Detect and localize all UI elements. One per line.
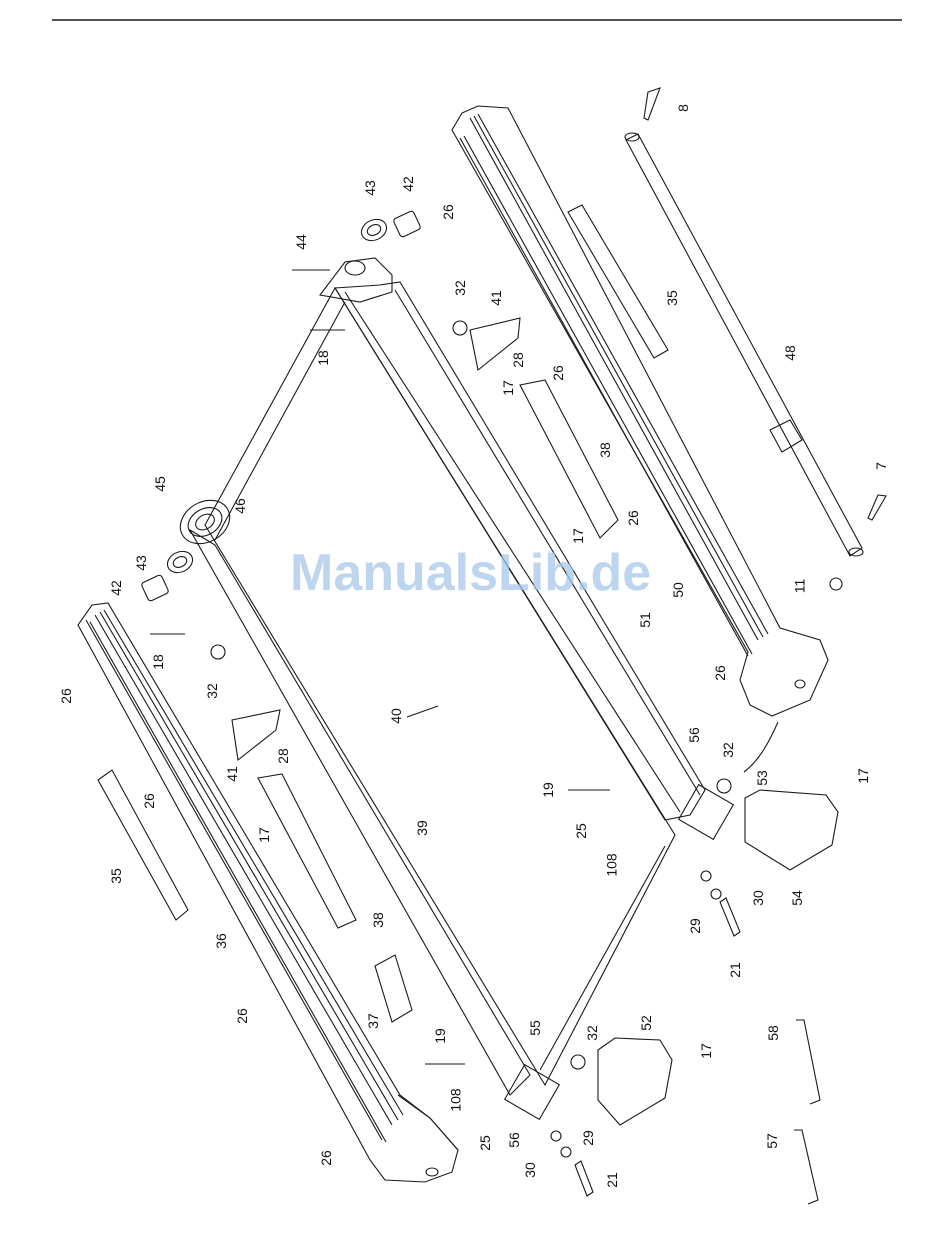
callout-8: 8 — [675, 104, 691, 112]
washer-30-a — [711, 889, 721, 899]
callout-26: 26 — [318, 1150, 334, 1166]
callout-53: 53 — [754, 770, 770, 786]
callout-52: 52 — [638, 1015, 654, 1031]
bolt-7 — [868, 495, 886, 520]
left-rail — [78, 603, 458, 1182]
callout-57: 57 — [764, 1133, 780, 1149]
callout-26: 26 — [625, 510, 641, 526]
bracket-42-upper — [393, 210, 421, 237]
callout-32: 32 — [720, 742, 736, 758]
washer-29-b — [551, 1131, 561, 1141]
callout-25: 25 — [477, 1135, 493, 1151]
hex-key-58 — [796, 1020, 820, 1104]
right-rail-insert — [568, 205, 668, 358]
callout-36: 36 — [213, 933, 229, 949]
callout-35: 35 — [664, 290, 680, 306]
callout-17: 17 — [855, 768, 871, 784]
callout-37: 37 — [365, 1013, 381, 1029]
callout-50: 50 — [670, 582, 686, 598]
callout-108: 108 — [448, 1088, 464, 1111]
callout-43: 43 — [133, 555, 149, 571]
callout-7: 7 — [873, 462, 889, 470]
nut-11 — [830, 578, 842, 590]
callout-32: 32 — [584, 1025, 600, 1041]
callout-26: 26 — [550, 365, 566, 381]
callout-32: 32 — [204, 683, 220, 699]
callout-44: 44 — [293, 234, 309, 250]
callout-35: 35 — [108, 868, 124, 884]
callout-43: 43 — [362, 180, 378, 196]
callout-21: 21 — [727, 962, 743, 978]
nut-32-d — [571, 1055, 585, 1069]
nut-32-a — [453, 321, 467, 335]
callout-21: 21 — [604, 1172, 620, 1188]
channel-38-upper — [520, 380, 618, 538]
callout-18: 18 — [150, 654, 166, 670]
end-cap-54 — [745, 790, 838, 870]
callout-38: 38 — [597, 442, 613, 458]
callout-19: 19 — [432, 1028, 448, 1044]
hex-key-57 — [794, 1130, 818, 1204]
callout-25: 25 — [573, 823, 589, 839]
wire-53 — [744, 722, 778, 772]
bearing-43-upper — [358, 215, 390, 244]
callout-56: 56 — [506, 1132, 522, 1148]
deck-leader — [407, 706, 438, 717]
callout-26: 26 — [58, 688, 74, 704]
callout-28: 28 — [510, 352, 526, 368]
callout-26: 26 — [712, 665, 728, 681]
callout-17: 17 — [500, 380, 516, 396]
callout-28: 28 — [275, 748, 291, 764]
callout-42: 42 — [108, 580, 124, 596]
callout-48: 48 — [782, 345, 798, 361]
callout-46: 46 — [232, 498, 248, 514]
incline-tube — [625, 133, 863, 556]
bolt-21-a — [720, 898, 740, 936]
callout-26: 26 — [234, 1008, 250, 1024]
callout-17: 17 — [256, 827, 272, 843]
callout-42: 42 — [400, 176, 416, 192]
callout-56: 56 — [686, 727, 702, 743]
callout-108: 108 — [604, 853, 620, 876]
callout-19: 19 — [540, 782, 556, 798]
nut-32-b — [211, 645, 225, 659]
callout-39: 39 — [414, 820, 430, 836]
bracket-41-lower — [232, 710, 280, 760]
end-cap-52 — [598, 1038, 672, 1125]
front-roller-pulley — [172, 492, 237, 553]
callout-30: 30 — [522, 1162, 538, 1178]
callout-58: 58 — [765, 1025, 781, 1041]
callout-32: 32 — [452, 280, 468, 296]
callout-45: 45 — [152, 476, 168, 492]
callout-17: 17 — [570, 528, 586, 544]
bolt-8 — [644, 88, 660, 120]
callout-55: 55 — [527, 1020, 543, 1036]
callout-26: 26 — [141, 793, 157, 809]
callout-40: 40 — [388, 708, 404, 724]
callout-30: 30 — [750, 890, 766, 906]
callout-38: 38 — [370, 912, 386, 928]
washer-30-b — [561, 1147, 571, 1157]
callout-17: 17 — [698, 1043, 714, 1059]
callout-26: 26 — [440, 204, 456, 220]
deck — [205, 288, 675, 1085]
watermark: ManualsLib.de — [290, 543, 651, 603]
callout-51: 51 — [637, 612, 653, 628]
bearing-43-lower — [164, 547, 196, 576]
bolt-21-b — [575, 1161, 593, 1196]
callout-18: 18 — [315, 350, 331, 366]
nut-32-c — [717, 779, 731, 793]
frame-left — [190, 530, 559, 1119]
callout-54: 54 — [789, 890, 805, 906]
washer-29-a — [701, 871, 711, 881]
callout-29: 29 — [687, 918, 703, 934]
callout-41: 41 — [488, 290, 504, 306]
callout-41: 41 — [224, 766, 240, 782]
callout-29: 29 — [580, 1130, 596, 1146]
bracket-42-lower — [141, 574, 169, 601]
callout-11: 11 — [791, 579, 807, 594]
